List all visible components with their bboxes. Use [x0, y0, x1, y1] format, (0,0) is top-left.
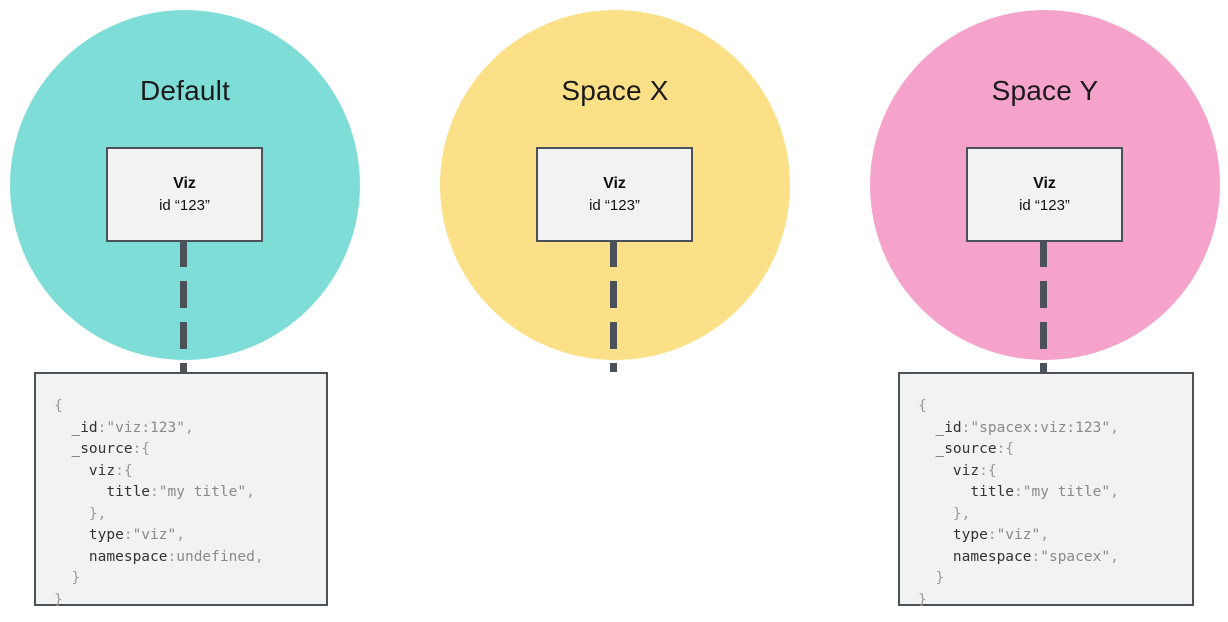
space-column-default: Default Viz id “123” { _id:"viz:123", _s…	[0, 0, 410, 622]
viz-node-title: Viz	[1033, 174, 1056, 192]
code-box-default: { _id:"viz:123", _source:{ viz:{ title:"…	[34, 372, 328, 608]
code-block: { _id:"viz:123", _source:{ viz:{ title:"…	[54, 398, 264, 608]
space-column-spacex: Space X Viz id “123” { _id:"spacex:viz:1…	[430, 0, 1194, 622]
space-column-spacey: Space Y Viz id “123” { _id:"spacey:viz:1…	[860, 0, 1228, 622]
viz-node-spacey[interactable]: Viz id “123”	[966, 147, 1123, 242]
space-title-spacex: Space X	[561, 75, 669, 106]
code-block: { _id:"spacex:viz:123", _source:{ viz:{ …	[918, 398, 1119, 608]
space-title-default: Default	[139, 75, 231, 106]
viz-node-default[interactable]: Viz id “123”	[106, 147, 263, 242]
viz-node-id: id “123”	[589, 196, 640, 214]
viz-node-spacex[interactable]: Viz id “123”	[536, 147, 693, 242]
dashed-connector-icon	[180, 240, 187, 372]
viz-node-title: Viz	[603, 174, 626, 192]
dashed-connector-icon	[1040, 240, 1047, 372]
dashed-connector-icon	[610, 240, 617, 372]
code-box-spacex: { _id:"spacex:viz:123", _source:{ viz:{ …	[898, 372, 1194, 608]
viz-node-title: Viz	[173, 174, 196, 192]
space-title-spacey: Space Y	[991, 75, 1099, 106]
viz-node-id: id “123”	[159, 196, 210, 214]
viz-node-id: id “123”	[1019, 196, 1070, 214]
